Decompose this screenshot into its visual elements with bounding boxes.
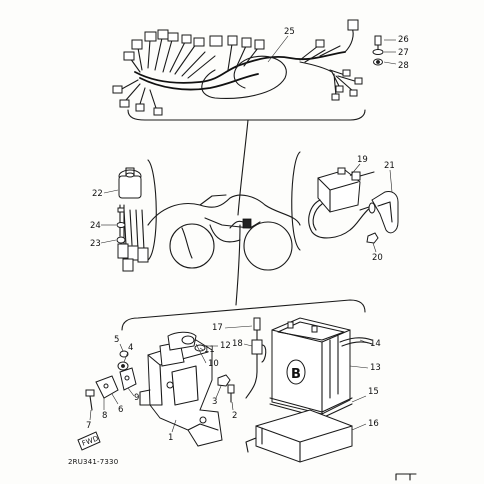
callout-17: 17 <box>212 323 223 333</box>
callout-19: 19 <box>357 155 368 165</box>
callout-22: 22 <box>92 189 103 199</box>
connector <box>153 107 163 116</box>
battery: B <box>245 317 373 463</box>
callout-6: 6 <box>118 405 123 415</box>
connector <box>354 77 363 85</box>
leader-line <box>237 119 249 216</box>
bolt-washer-set <box>372 35 384 66</box>
callout-5: 5 <box>114 335 119 345</box>
connector <box>181 34 192 44</box>
connector <box>241 37 252 48</box>
connector <box>131 39 143 50</box>
callout-14: 14 <box>370 339 381 349</box>
callout-23: 23 <box>90 239 101 249</box>
callout-26: 26 <box>398 35 409 45</box>
battery-box-bracket <box>85 331 235 447</box>
callout-11: 11 <box>204 345 215 355</box>
fuse-holder <box>245 317 267 399</box>
page-corner-mark <box>395 473 417 481</box>
connector <box>123 51 135 61</box>
wire-harness <box>112 19 363 116</box>
callout-18: 18 <box>232 339 243 349</box>
connector <box>254 39 265 50</box>
callout-labels: 25 26 27 28 22 24 23 19 21 20 5 4 9 6 8 … <box>86 27 409 443</box>
callout-4: 4 <box>128 343 133 353</box>
callout-25: 25 <box>284 27 295 37</box>
part-code-label: 2RU341-7330 <box>68 458 118 466</box>
callout-3: 3 <box>212 397 217 407</box>
connector <box>144 31 157 42</box>
callout-21: 21 <box>384 161 395 171</box>
connector <box>347 19 359 31</box>
callout-7: 7 <box>86 421 91 431</box>
ignition-coil-assembly <box>291 151 399 251</box>
connector <box>335 85 344 93</box>
callout-16: 16 <box>368 419 379 429</box>
connector <box>315 39 325 48</box>
callout-15: 15 <box>368 387 379 397</box>
svg-text:B: B <box>291 367 301 382</box>
callout-24: 24 <box>90 221 101 231</box>
callout-1: 1 <box>168 433 173 443</box>
main-switch <box>116 159 157 272</box>
fwd-arrow-icon: FWD <box>77 431 101 451</box>
connector <box>209 35 223 47</box>
connector <box>331 93 340 101</box>
connector <box>157 29 169 40</box>
callout-27: 27 <box>398 48 409 58</box>
callout-28: 28 <box>398 61 409 71</box>
connector <box>349 89 358 97</box>
motorcycle-silhouette <box>147 194 301 271</box>
callout-2: 2 <box>232 411 237 421</box>
section-divider <box>121 299 366 331</box>
callout-20: 20 <box>372 253 383 263</box>
callout-9: 9 <box>134 393 139 403</box>
connector <box>112 85 123 94</box>
callout-10: 10 <box>208 359 219 369</box>
connector <box>167 32 179 42</box>
connector <box>193 37 205 47</box>
battery-location-marker <box>242 218 252 229</box>
callout-8: 8 <box>102 411 107 421</box>
connector <box>227 35 238 46</box>
callout-13: 13 <box>370 363 381 373</box>
callout-12: 12 <box>220 341 231 351</box>
connector <box>135 103 145 112</box>
section-divider <box>127 109 366 121</box>
connector <box>119 99 130 108</box>
connector <box>342 69 351 77</box>
leader-line <box>235 224 241 306</box>
